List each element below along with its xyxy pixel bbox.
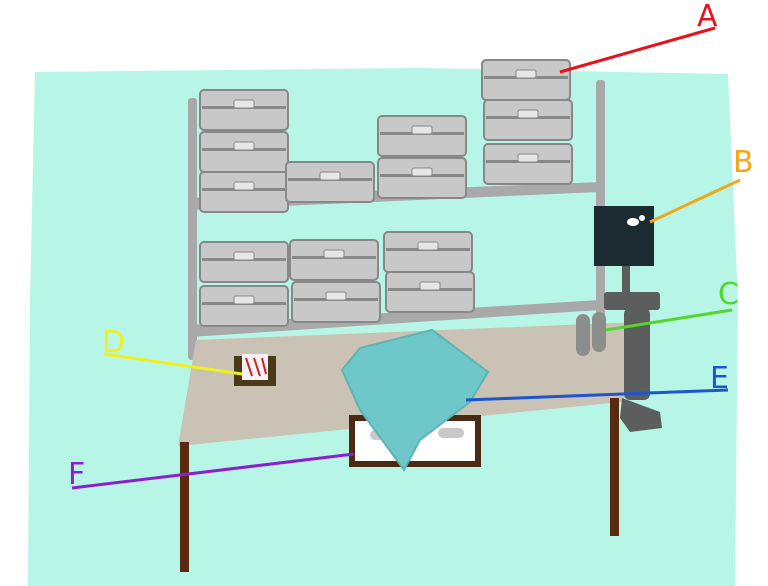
label-f: F (68, 457, 85, 492)
callout-line-e (465, 388, 729, 402)
storage-box (199, 89, 289, 131)
label-c: C (718, 277, 739, 312)
storage-box (483, 99, 573, 141)
foot-pedals (576, 312, 606, 356)
storage-box (377, 157, 467, 199)
monitor-stand (604, 262, 662, 432)
callout-line-d (103, 352, 243, 376)
cloth-sheet (340, 328, 490, 472)
table-leg-left (180, 442, 189, 572)
monitor (594, 206, 654, 266)
storage-box (289, 239, 379, 281)
storage-box (385, 271, 475, 313)
storage-box (377, 115, 467, 157)
label-a: A (697, 0, 718, 34)
label-d: D (102, 325, 125, 360)
storage-box (483, 143, 573, 185)
storage-box (199, 285, 289, 327)
callout-line-f (71, 452, 355, 490)
storage-box (481, 59, 571, 101)
callout-line-a (559, 26, 716, 74)
storage-box (291, 281, 381, 323)
storage-box (199, 171, 289, 213)
storage-box (383, 231, 473, 273)
callout-line-b (649, 178, 741, 224)
storage-box (199, 241, 289, 283)
storage-box (285, 161, 375, 203)
storage-box (199, 131, 289, 173)
label-b: B (733, 145, 754, 180)
storage-boxes (199, 59, 573, 327)
callouts: A B C D E F (68, 0, 754, 492)
callout-line-c (605, 308, 733, 332)
small-tray (234, 354, 276, 386)
table-leg-right (610, 398, 619, 536)
label-e: E (710, 361, 729, 396)
